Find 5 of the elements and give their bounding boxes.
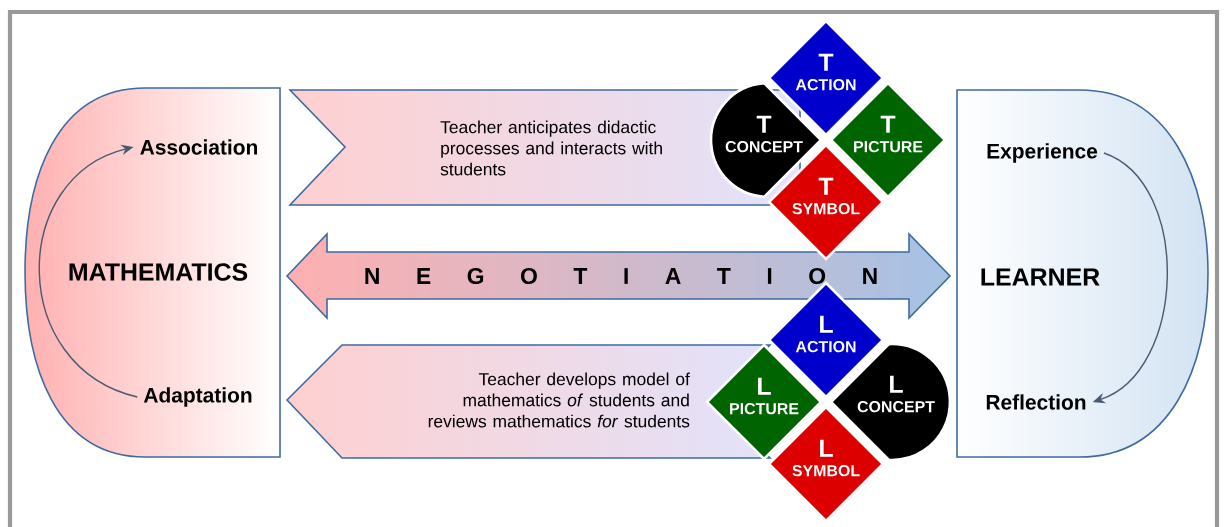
panel-label: Adaptation [143,387,252,407]
panel-label: Association [140,139,258,155]
panel-label: Experience [987,143,1098,163]
curved-arrow [38,144,138,398]
panel-label: Reflection [986,394,1086,410]
